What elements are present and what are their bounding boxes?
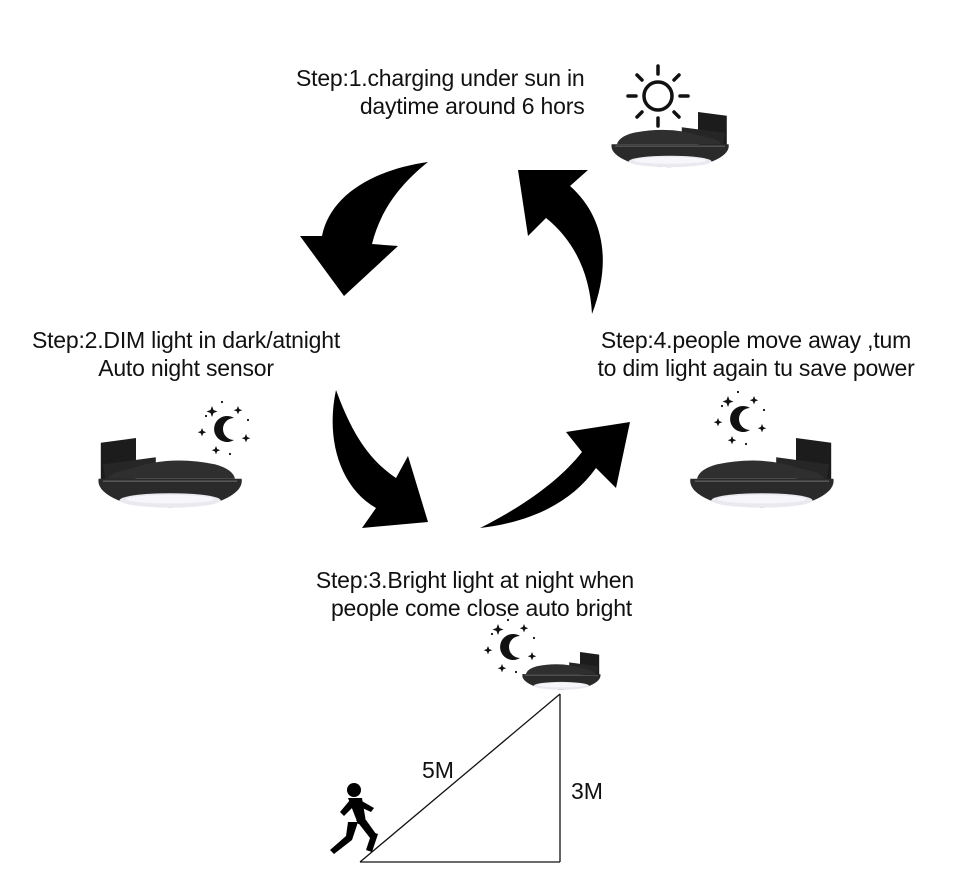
- cycle-arrow-step2-to-step3: [332, 390, 428, 528]
- step1-line2: daytime around 6 hors: [359, 93, 585, 119]
- cycle-arrow-step1-to-step2: [300, 162, 428, 296]
- cycle-arrow-step3-to-step4: [480, 422, 630, 528]
- step4-label: Step:4.people move away ,tum to dim ligh…: [578, 326, 934, 382]
- step2-line2: Auto night sensor: [98, 355, 274, 381]
- step2-label: Step:2.DIM light in dark/atnight Auto ni…: [16, 326, 356, 382]
- sun-icon: [626, 64, 690, 128]
- step3-label: Step:3.Bright light at night when people…: [282, 566, 634, 622]
- distance-diagonal-label: 5M: [422, 757, 454, 783]
- step4-line2: to dim light again tu save power: [597, 355, 915, 381]
- moon-stars-icon-step3: [483, 618, 537, 674]
- step1-line1: Step:1.charging under sun in: [296, 65, 585, 91]
- step4-line1: Step:4.people move away ,tum: [600, 327, 912, 353]
- step1-label: Step:1.charging under sun in daytime aro…: [296, 64, 585, 120]
- moon-stars-icon-step2: [197, 400, 251, 456]
- solar-wall-lamp-step4: [689, 437, 835, 509]
- distance-triangle: [359, 693, 561, 863]
- moon-stars-icon-step4: [713, 390, 767, 446]
- cycle-arrow-step4-to-step1: [518, 170, 603, 314]
- solar-wall-lamp-step1: [610, 111, 730, 168]
- step2-line1: Step:2.DIM light in dark/atnight: [31, 327, 341, 353]
- solar-wall-lamp-step2: [97, 437, 243, 509]
- step3-line1: Step:3.Bright light at night when: [315, 567, 634, 593]
- step3-line2: people come close auto bright: [330, 595, 632, 621]
- distance-vertical-label: 3M: [571, 778, 603, 804]
- running-person-icon: [330, 783, 378, 854]
- solar-wall-lamp-step3: [521, 651, 601, 691]
